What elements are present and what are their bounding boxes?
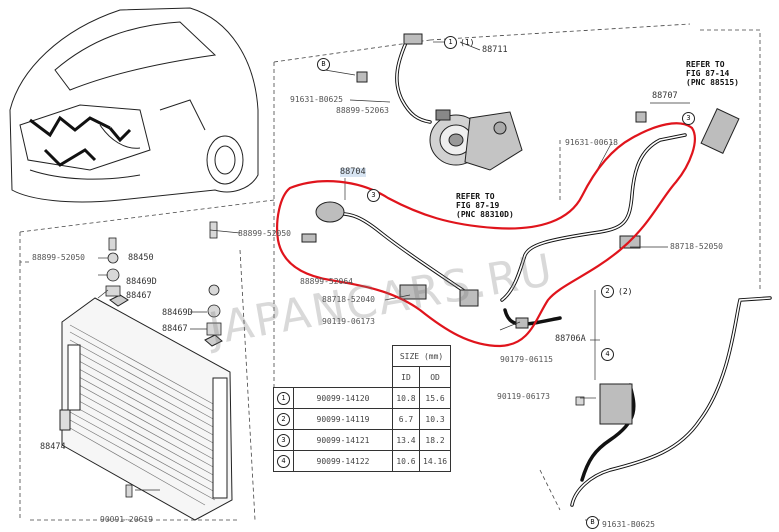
size-row-od: 10.3 bbox=[418, 408, 452, 430]
size-row-id: 6.7 bbox=[392, 408, 420, 430]
size-row-part[interactable]: 90099-14122 bbox=[293, 450, 393, 472]
size-col-od: OD bbox=[418, 366, 452, 388]
size-table-header: SIZE (mm) bbox=[391, 345, 452, 367]
condenser bbox=[59, 294, 233, 521]
size-row-number: 1 bbox=[277, 391, 290, 405]
note-refer-87-14: REFER TO FIG 87-14 (PNC 88515) bbox=[686, 60, 739, 88]
part-91631-b0625-bot[interactable]: 91631-B0625 bbox=[602, 520, 655, 529]
callout-b-bottom: B bbox=[586, 516, 599, 529]
callout-b-top: B bbox=[317, 58, 330, 71]
size-row-part[interactable]: 90099-14119 bbox=[293, 408, 393, 430]
part-90119-06173-b[interactable]: 90119-06173 bbox=[497, 392, 550, 401]
part-91631-00618[interactable]: 91631-00618 bbox=[565, 138, 618, 147]
part-88704[interactable]: 88704 bbox=[340, 167, 366, 177]
size-row-part[interactable]: 90099-14120 bbox=[293, 387, 393, 409]
callout-1-paren: (1) bbox=[460, 38, 475, 47]
size-row-od: 14.16 bbox=[418, 450, 452, 472]
highlight-outline bbox=[276, 122, 696, 348]
size-row: 1 90099-14120 10.8 15.6 bbox=[273, 387, 452, 409]
size-row-number: 3 bbox=[277, 433, 290, 447]
callout-4: 4 bbox=[601, 348, 614, 361]
part-88899-52064[interactable]: 88899-52064 bbox=[300, 277, 353, 286]
part-88711[interactable]: 88711 bbox=[482, 45, 508, 55]
callout-1: 1 bbox=[444, 36, 457, 49]
size-row-od: 18.2 bbox=[418, 429, 452, 451]
size-row-id: 10.6 bbox=[392, 450, 420, 472]
note-refer-87-19: REFER TO FIG 87-19 (PNC 88310D) bbox=[456, 192, 514, 220]
size-col-id: ID bbox=[392, 366, 420, 388]
part-88467-a[interactable]: 88467 bbox=[126, 291, 152, 301]
size-table: SIZE (mm) ID OD 1 90099-14120 10.8 15.6 … bbox=[273, 345, 452, 472]
callout-2: 2 bbox=[601, 285, 614, 298]
part-91631-b0625-top[interactable]: 91631-B0625 bbox=[290, 95, 343, 104]
hose-fittings bbox=[301, 33, 740, 425]
part-88707[interactable]: 88707 bbox=[652, 91, 678, 101]
size-row-part[interactable]: 90099-14121 bbox=[293, 429, 393, 451]
size-row-number: 2 bbox=[277, 412, 290, 426]
part-88469d-b[interactable]: 88469D bbox=[162, 308, 193, 318]
part-88718-52050[interactable]: 88718-52050 bbox=[670, 242, 723, 251]
part-88718-52040[interactable]: 88718-52040 bbox=[322, 295, 375, 304]
part-88469d-a[interactable]: 88469D bbox=[126, 277, 157, 287]
size-row-id: 10.8 bbox=[392, 387, 420, 409]
part-88467-b[interactable]: 88467 bbox=[162, 324, 188, 334]
part-88899-52050[interactable]: 88899-52050 bbox=[238, 229, 291, 238]
size-row-number: 4 bbox=[277, 454, 290, 468]
callout-2-paren: (2) bbox=[618, 287, 633, 296]
part-88450[interactable]: 88450 bbox=[128, 253, 154, 263]
car-ac-lines bbox=[29, 115, 132, 167]
part-88474[interactable]: 88474 bbox=[40, 442, 66, 452]
part-88899-52050-left[interactable]: 88899-52050 bbox=[32, 253, 85, 262]
callout-3: 3 bbox=[367, 189, 380, 202]
size-row: 2 90099-14119 6.7 10.3 bbox=[273, 408, 452, 430]
compressor-artwork bbox=[429, 109, 523, 171]
size-row: 3 90099-14121 13.4 18.2 bbox=[273, 429, 452, 451]
part-88706a[interactable]: 88706A bbox=[555, 334, 586, 344]
dashed-boundaries bbox=[19, 23, 761, 521]
size-row: 4 90099-14122 10.6 14.16 bbox=[273, 450, 452, 472]
car-sketch bbox=[9, 7, 259, 203]
part-90179-06115[interactable]: 90179-06115 bbox=[500, 355, 553, 364]
callout-3-right: 3 bbox=[682, 112, 695, 125]
part-90091-20619[interactable]: 90091-20619 bbox=[100, 515, 153, 524]
size-row-id: 13.4 bbox=[392, 429, 420, 451]
part-88899-52063[interactable]: 88899-52063 bbox=[336, 106, 389, 115]
size-row-od: 15.6 bbox=[418, 387, 452, 409]
part-90119-06173-a[interactable]: 90119-06173 bbox=[322, 317, 375, 326]
